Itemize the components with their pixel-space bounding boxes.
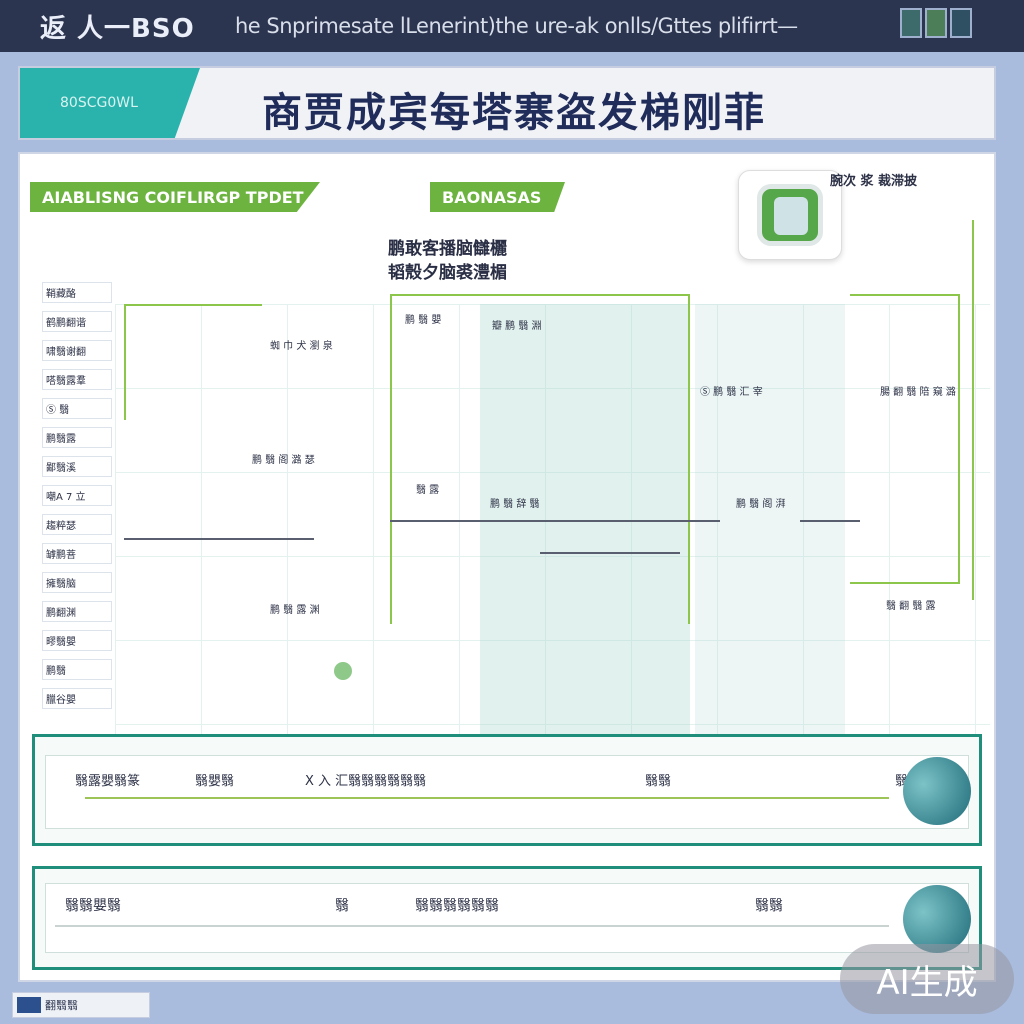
flag-icon xyxy=(17,997,41,1013)
title-banner: 80SCG0WL 商贾成宾每塔寨盗发梯刚菲 xyxy=(18,66,996,140)
side-list-item[interactable]: 鞘藏酪 xyxy=(42,282,112,303)
side-list-item[interactable]: 鄙翳溪 xyxy=(42,456,112,477)
top-bar-icons xyxy=(900,8,972,38)
side-list-item[interactable]: 疁翳嬰 xyxy=(42,630,112,651)
bottom-box-line xyxy=(55,925,889,927)
side-list-item[interactable]: 趨粹瑟 xyxy=(42,514,112,535)
app-logo: 返 人一BSO xyxy=(40,13,195,44)
node-label: 翳 露 xyxy=(416,485,440,496)
side-list-item[interactable]: 嗒翳露羣 xyxy=(42,369,112,390)
side-heading: 腕次 浆 裁滞披 xyxy=(830,174,918,189)
bottom-box-2: 翳翳嬰翳 翳 翳翳翳翳翳翳 翳翳 xyxy=(32,866,982,970)
side-list: 鞘藏酪 鹤鹏翻谐 啸翳谢翻 嗒翳露羣 Ⓢ 翳 鹏翳露 鄙翳溪 嘲A 7 立 趨粹… xyxy=(42,282,112,717)
node-label: Ⓢ 鹏 翳 汇 宰 xyxy=(700,387,763,398)
node-label: 鹏 翳 辞 翳 xyxy=(490,499,540,510)
bottom-item: 翳翳翳翳翳翳 xyxy=(415,898,499,914)
section-tag-left: AIABLISNG COIFLIRGP TPDET xyxy=(30,182,320,212)
bottom-item: 翳 xyxy=(335,898,349,914)
grid-icon[interactable] xyxy=(925,8,947,38)
node-label: 鹏 翳 露 渊 xyxy=(270,605,320,616)
top-bar: 返 人一BSO he Snprimesate lLenerint)the ure… xyxy=(0,0,1024,52)
node-label: 翳 翻 翳 露 xyxy=(886,601,936,612)
connector-line xyxy=(390,520,720,522)
footer-text: 翻翳翳 xyxy=(45,999,78,1012)
bottom-item: X 入 汇翳翳翳翳翳翳 xyxy=(305,774,427,789)
document-icon[interactable] xyxy=(900,8,922,38)
node-label: 鹏 翳 阁 湃 xyxy=(736,499,786,510)
node-label: 腸 翻 翳 陪 窺 潞 xyxy=(880,387,956,398)
side-list-item[interactable]: 鹤鹏翻谐 xyxy=(42,311,112,332)
bottom-item: 翳露嬰翳篆 xyxy=(75,774,141,789)
connector-line xyxy=(800,520,860,522)
globe-icon xyxy=(903,885,971,953)
globe-icon xyxy=(903,757,971,825)
bottom-item: 翳嬰翳 xyxy=(195,774,235,789)
frame-line xyxy=(390,294,690,624)
bottom-item: 翳翳 xyxy=(645,774,672,789)
node-label: 蜘 巾 ⽝ 瀏 泉 xyxy=(270,341,333,352)
page-title: 商贾成宾每塔寨盗发梯刚菲 xyxy=(262,89,766,136)
banner-tag: 80SCG0WL xyxy=(20,68,200,138)
bottom-box-line xyxy=(85,797,889,799)
bottom-box-1: 翳露嬰翳篆 翳嬰翳 X 入 汇翳翳翳翳翳翳 翳翳 翳翻 xyxy=(32,734,982,846)
cup-icon xyxy=(757,184,823,246)
bottom-box-inner xyxy=(45,883,969,953)
side-list-item[interactable]: 鹏翻渊 xyxy=(42,601,112,622)
bottom-box-inner xyxy=(45,755,969,829)
node-label: 鹏 翳 嬰 xyxy=(405,315,442,326)
main-panel: AIABLISNG COIFLIRGP TPDET BAONASAS 鹏敢客播脑… xyxy=(18,152,996,982)
section-heading-2: 韬殼夕脑裘澧楣 xyxy=(388,263,507,283)
top-bar-text: he Snprimesate lLenerint)the ure-ak onll… xyxy=(235,14,798,38)
ai-watermark: AI生成 xyxy=(840,944,1014,1014)
side-list-item[interactable]: Ⓢ 翳 xyxy=(42,398,112,419)
node-label: 瓣 鹏 翳 淵 xyxy=(492,321,542,332)
section-tag-middle: BAONASAS xyxy=(430,182,565,212)
chart-icon[interactable] xyxy=(950,8,972,38)
bottom-item: 翳翳嬰翳 xyxy=(65,898,121,914)
section-heading-1: 鹏敢客播脑讎欐 xyxy=(388,239,507,259)
side-list-item[interactable]: 鹏翳 xyxy=(42,659,112,680)
highlight-band xyxy=(480,304,690,734)
connector-line xyxy=(540,552,680,554)
app-badge[interactable] xyxy=(738,170,842,260)
side-list-item[interactable]: 臘谷嬰 xyxy=(42,688,112,709)
side-list-item[interactable]: 鹏翳露 xyxy=(42,427,112,448)
side-list-item[interactable]: 罅鹏菩 xyxy=(42,543,112,564)
side-list-item[interactable]: 啸翳谢翻 xyxy=(42,340,112,361)
frame-line xyxy=(124,304,262,420)
footer-badge[interactable]: 翻翳翳 xyxy=(12,992,150,1018)
side-list-item[interactable]: 嘲A 7 立 xyxy=(42,485,112,506)
node-dot xyxy=(334,662,352,680)
highlight-band xyxy=(695,304,845,734)
frame-line xyxy=(850,294,960,584)
grid-background xyxy=(115,304,990,734)
bottom-item: 翳翳 xyxy=(755,898,783,914)
node-label: 鹏 翳 阁 潞 瑟 xyxy=(252,455,315,466)
side-list-item[interactable]: 擁翳脑 xyxy=(42,572,112,593)
connector-line xyxy=(124,538,314,540)
frame-line xyxy=(972,220,974,600)
